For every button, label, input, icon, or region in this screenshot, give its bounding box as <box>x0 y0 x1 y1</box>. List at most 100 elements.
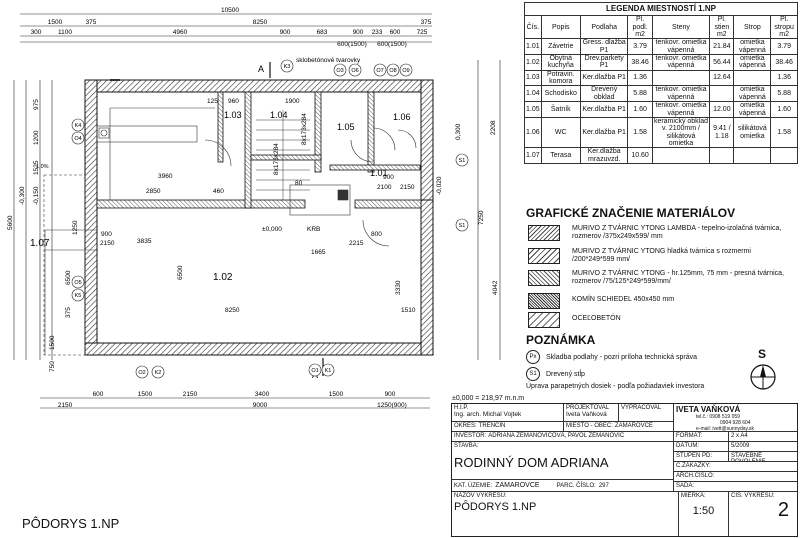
dim-text: 4042 <box>492 280 499 295</box>
material-swatch <box>528 293 560 309</box>
district-value: TRENČÍN <box>478 423 506 429</box>
dim-text: 2150 <box>183 391 198 398</box>
table-cell: WC <box>540 116 581 149</box>
format-value-cell: 2 x A4 <box>729 432 797 442</box>
room-label: 1.01 <box>370 168 388 178</box>
dim-text: 900 <box>101 231 112 238</box>
note-item: S1 Drevený stĺp <box>526 367 585 381</box>
table-cell: 1.03 <box>524 69 542 87</box>
contract-cell: Č.ZÁKAZKY: <box>674 462 797 472</box>
marker-label: O1 <box>311 368 318 374</box>
table-cell: 1.58 <box>770 116 798 149</box>
table-header: Strop <box>733 15 772 40</box>
table-cell: 1.01 <box>524 38 542 56</box>
dim-text: 725 <box>417 29 428 36</box>
company-cell: IVETA VAŇKOVÁ tel.č.: 0908 519 059 0904 … <box>674 404 797 432</box>
marker-label: O3 <box>336 68 343 74</box>
dim-text: 975 <box>33 99 40 110</box>
table-cell: tenkovr. omietka vápenná <box>651 54 711 71</box>
table-cell: omietka vápenná <box>733 101 772 118</box>
dim-text: 4960 <box>173 29 188 36</box>
table-cell: tenkovr. omietka vápenná <box>651 38 711 56</box>
dim-text: 1500 <box>49 335 56 350</box>
table-cell: omietka vápenná <box>733 85 772 103</box>
material-item: MURIVO Z TVÁRNIC YTONG LAMBDA - tepelno-… <box>528 225 792 241</box>
skylight-label: sklobetónové tvarovky <box>296 57 361 64</box>
marker-label: O9 <box>402 68 409 74</box>
table-cell: Drev.parkety P1 <box>579 54 629 71</box>
table-cell: Ker.dlažba P1 <box>579 101 629 118</box>
material-text: MURIVO Z TVÁRNIC YTONG hladká tvárnica s… <box>572 248 751 263</box>
table-cell: tenkovr. omietka vápenná <box>651 101 711 118</box>
material-text: MURIVO Z TVÁRNIC YTONG - hr.125mm, 75 mm… <box>572 270 784 285</box>
table-cell: 3.79 <box>770 38 798 56</box>
stage-label: STUPEŇ PD: <box>676 453 713 459</box>
scale-cell: MIERKA: 1:50 <box>679 492 729 536</box>
district-label: OKRES: <box>454 423 477 429</box>
stage-value-cell: STAVEBNÉ POVOLENIE <box>729 452 797 462</box>
dim-text: 800 <box>371 231 382 238</box>
table-cell: 3.79 <box>627 38 653 56</box>
table-cell: 12.00 <box>709 101 735 118</box>
table-cell <box>651 147 711 164</box>
dim-text: 7250 <box>478 210 485 225</box>
dim-text: 2150 <box>100 240 115 247</box>
format-label: FORMÁT: <box>676 433 703 439</box>
table-cell: 1.06 <box>524 116 542 149</box>
dim-text: 9000 <box>253 402 268 409</box>
material-text: KOMÍN SCHIEDEL 450x450 mm <box>572 296 675 303</box>
table-cell: keramický obklad v. 2100mm / silikátová … <box>651 116 711 149</box>
dim-text: 3330 <box>395 280 402 295</box>
table-header: Pl. podl. m2 <box>627 15 653 40</box>
material-swatch <box>528 312 560 328</box>
arch-cell: ARCH.ČÍSLO: <box>674 472 797 482</box>
table-cell: omietka vápenná <box>733 38 772 56</box>
table-cell: 1.36 <box>627 69 653 87</box>
table-cell: Šatník <box>540 101 581 118</box>
material-swatch <box>528 270 560 286</box>
material-item: MURIVO Z TVÁRNIC YTONG - hr.125mm, 75 mm… <box>528 270 792 286</box>
table-header: Pl. stien m2 <box>709 15 735 40</box>
marker-label: O7 <box>376 68 383 74</box>
marker-label: K4 <box>75 123 82 129</box>
kat-cell: KAT. ÚZEMIE:ZAMAROVCE PARC. ČÍSLO:297 <box>452 480 674 492</box>
table-cell: Ker.dlažba P1 <box>579 69 629 87</box>
table-cell: 5.88 <box>627 85 653 103</box>
dim-text: 900 <box>383 174 394 181</box>
arch-label: ARCH.ČÍSLO: <box>676 473 715 479</box>
dim-text: 460 <box>213 188 224 195</box>
dim-text: 2150 <box>400 184 415 191</box>
table-cell: omietka vápenná <box>733 54 772 71</box>
building-cell: STAVBA: RODINNÝ DOM ADRIANA <box>452 442 674 480</box>
table-cell: 5.88 <box>770 85 798 103</box>
note-mark: Px <box>526 350 540 364</box>
dim-text: 8250 <box>225 307 240 314</box>
table-cell <box>709 85 735 103</box>
sheet-value: 2 <box>777 499 789 521</box>
marker-label: O6 <box>351 68 358 74</box>
table-header: Pl. stropu m2 <box>770 15 798 40</box>
table-cell: 12.64 <box>709 69 735 87</box>
projected-value: Iveta Vaňková <box>566 411 607 418</box>
marker-label: O4 <box>74 136 81 142</box>
marker-label: O8 <box>389 68 396 74</box>
date-label: DÁTUM: <box>676 443 699 449</box>
title-block: H.I.P. Ing. arch. Michal Vojtek PROJEKTO… <box>451 403 798 537</box>
dim-text: 900 <box>353 29 364 36</box>
marker-label: K5 <box>75 293 82 299</box>
dim-text: 5600 <box>7 215 14 230</box>
material-swatch <box>528 248 560 264</box>
sheet-cell: ČÍS. VÝKRESU: 2 <box>729 492 797 536</box>
dim-text: 1500 <box>48 19 63 26</box>
dim-text: 2215 <box>349 240 364 247</box>
investor-value: ADRIANA ZEMANOVIČOVÁ, PAVOL ZEMANOVIČ <box>488 433 625 439</box>
material-item: KOMÍN SCHIEDEL 450x450 mm <box>528 293 792 309</box>
investor-cell: INVESTOR:ADRIANA ZEMANOVIČOVÁ, PAVOL ZEM… <box>452 432 674 442</box>
note-item: Px Skladba podlahy - pozri príloha techn… <box>526 350 697 364</box>
dim-text: 1900 <box>285 98 300 105</box>
table-cell: Ker.dlažba mrazuvzd. <box>579 147 629 164</box>
stage-label-cell: STUPEŇ PD: <box>674 452 729 462</box>
material-text: OCEĽOBETÓN <box>572 315 621 322</box>
